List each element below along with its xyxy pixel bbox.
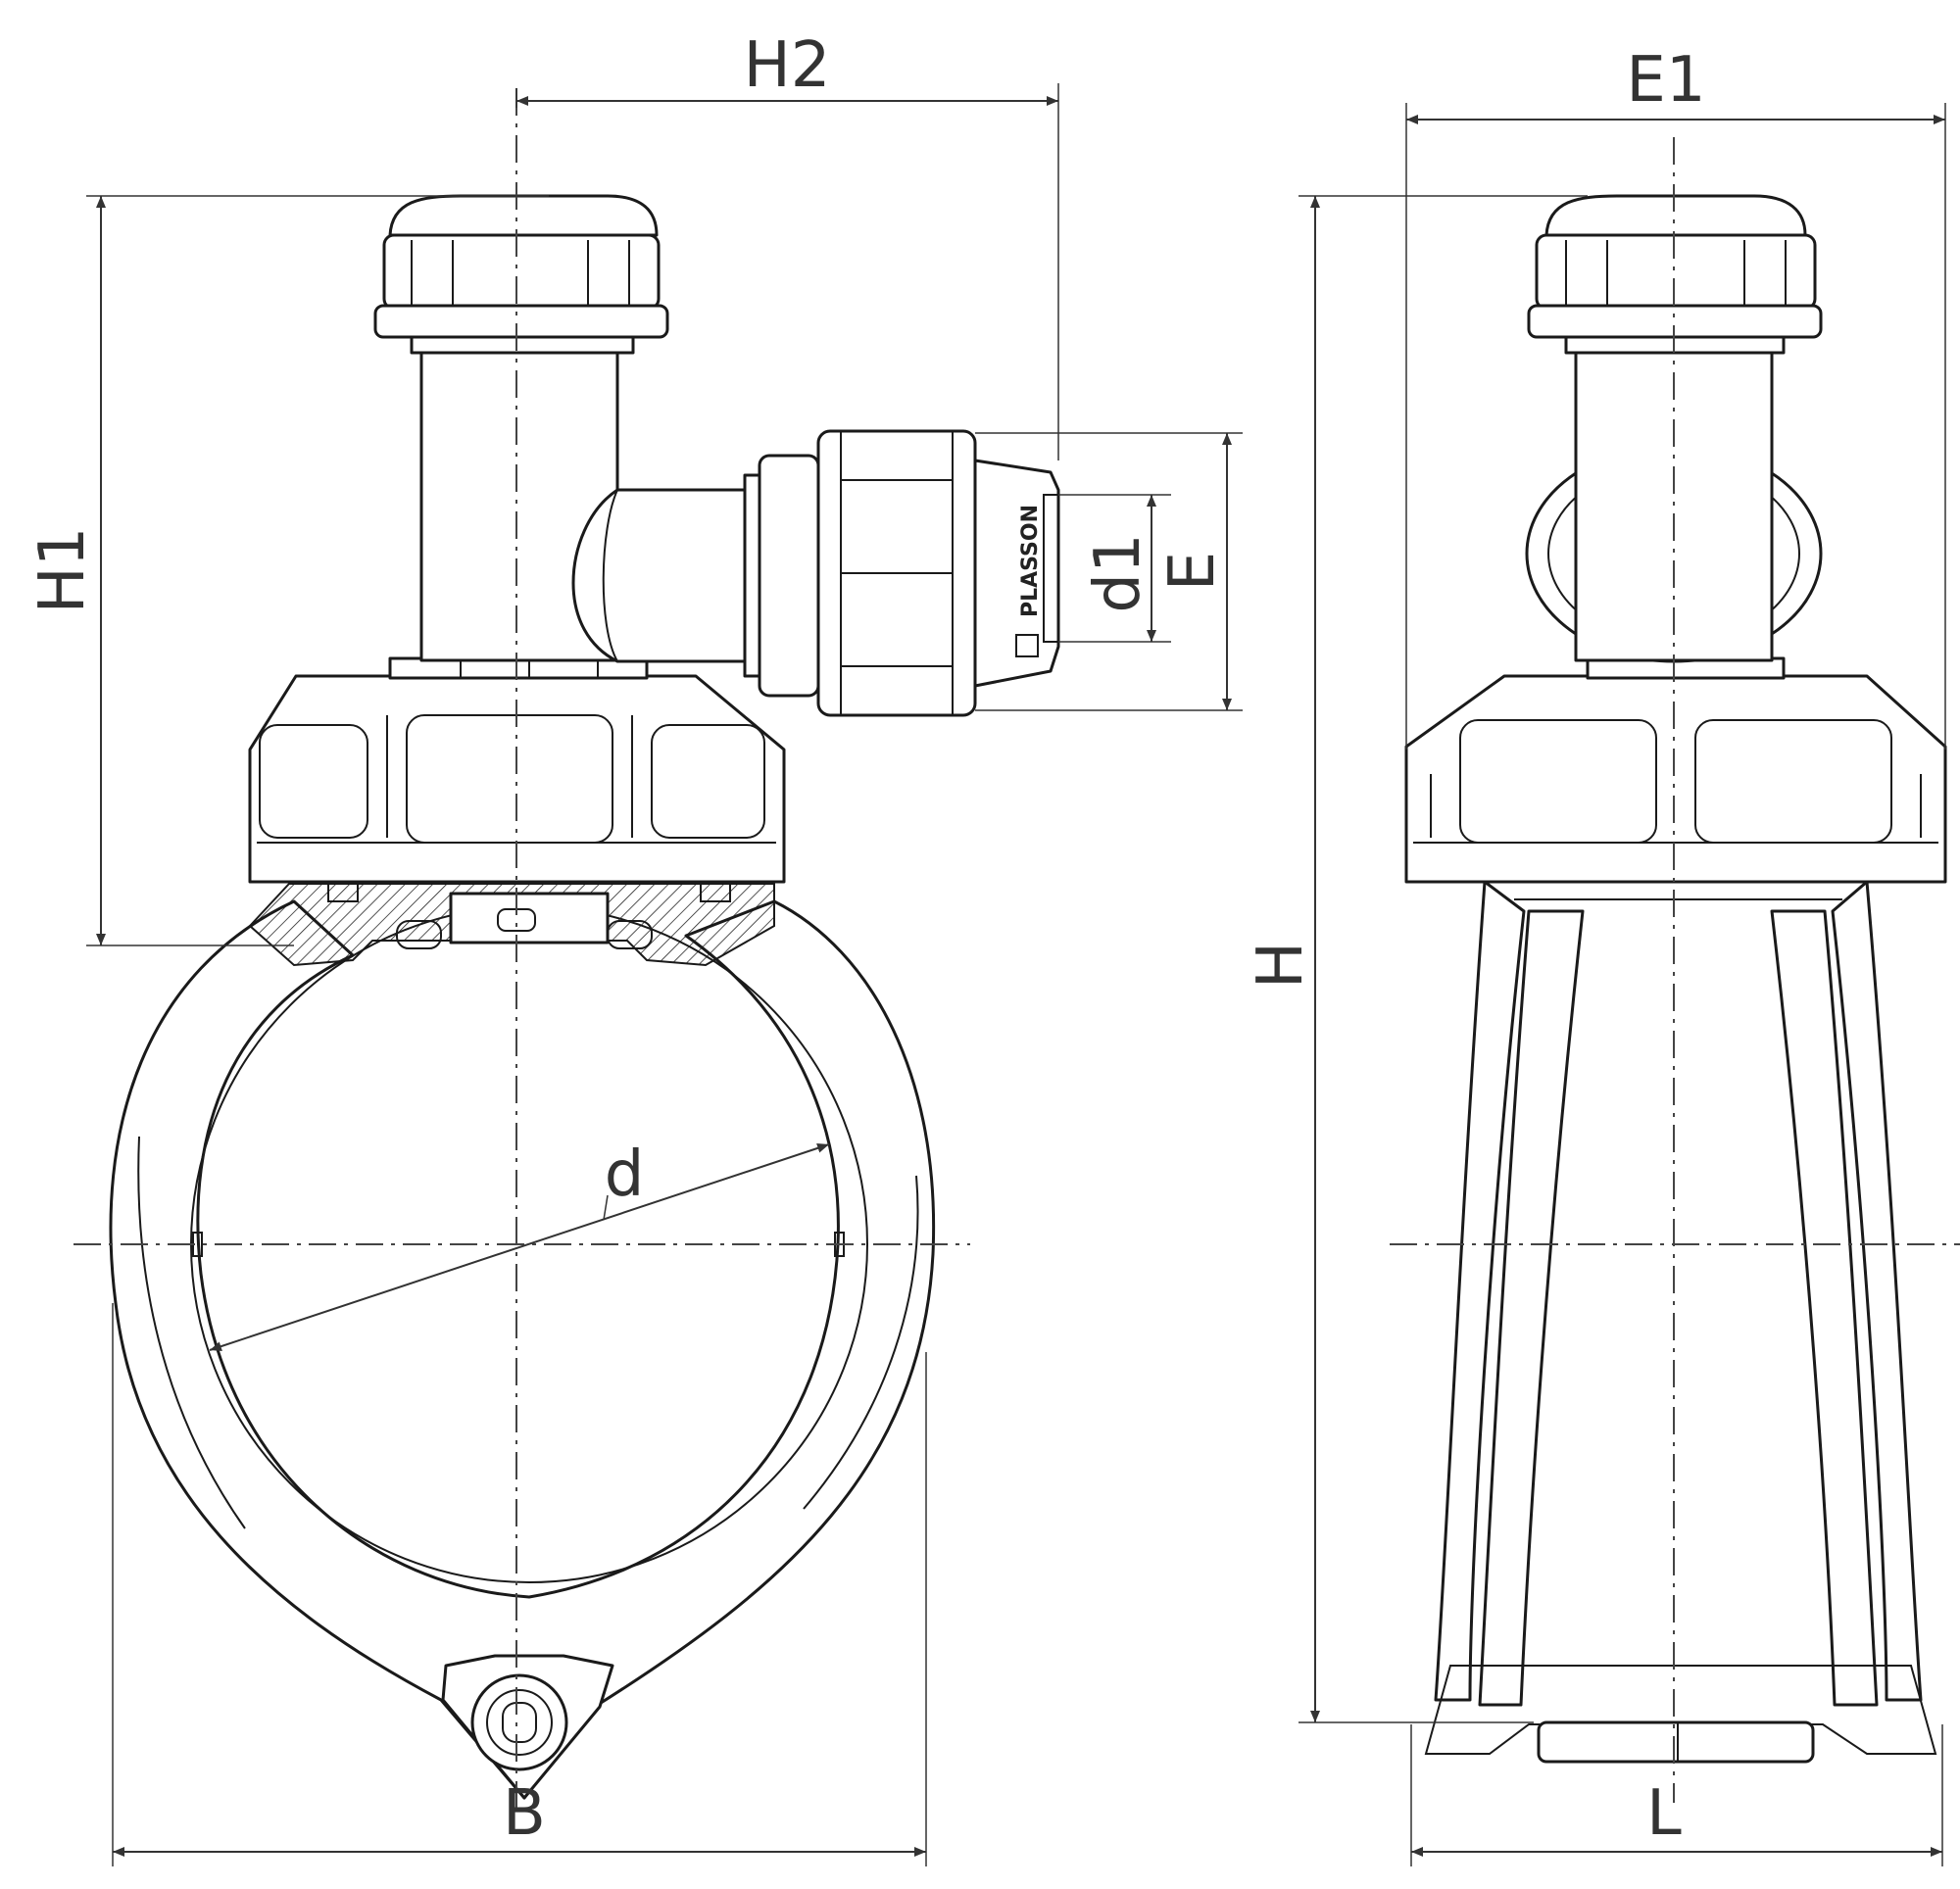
label-H: H [1245,942,1317,989]
brand-logo-icon [1015,634,1039,657]
label-L: L [1646,1777,1682,1850]
label-d: d [605,1138,645,1211]
saddle-top [248,881,775,967]
side-view [1390,137,1960,1803]
saddle-legs [1424,880,1937,1764]
label-d1: d1 [1082,533,1154,612]
label-H2: H2 [744,29,831,102]
outlet-fitting: PLASSON [743,429,1060,717]
side-top-cap [1527,194,1823,355]
brand-logo-text: PLASSON [1018,505,1043,617]
riser-pipe [419,349,747,663]
label-B: B [503,1777,546,1850]
dim-line-d [209,1143,830,1351]
main-nut [248,656,786,884]
top-cap [373,194,669,355]
label-E1: E1 [1626,44,1705,117]
label-H1: H1 [26,527,99,614]
dimensions: H2 H1 E d1 d B E1 H [26,29,1946,1866]
label-E: E [1156,552,1229,591]
base-plate [1537,1720,1815,1764]
front-view: PLASSON [74,88,1060,1813]
side-main-nut [1404,656,1947,884]
bottom-bolt [441,1654,614,1800]
